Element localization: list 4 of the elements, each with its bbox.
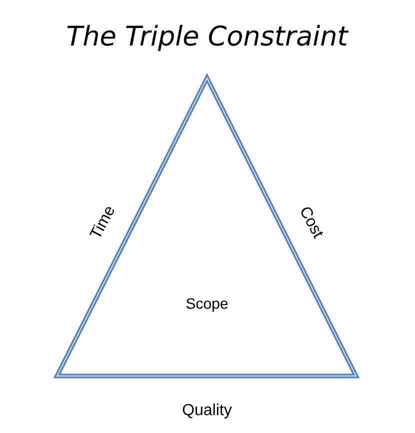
side-label: Time (89, 207, 114, 236)
side-label: Quality (182, 404, 232, 418)
title: The Triple Constraint (67, 24, 349, 52)
side-label: Cost (301, 207, 324, 239)
